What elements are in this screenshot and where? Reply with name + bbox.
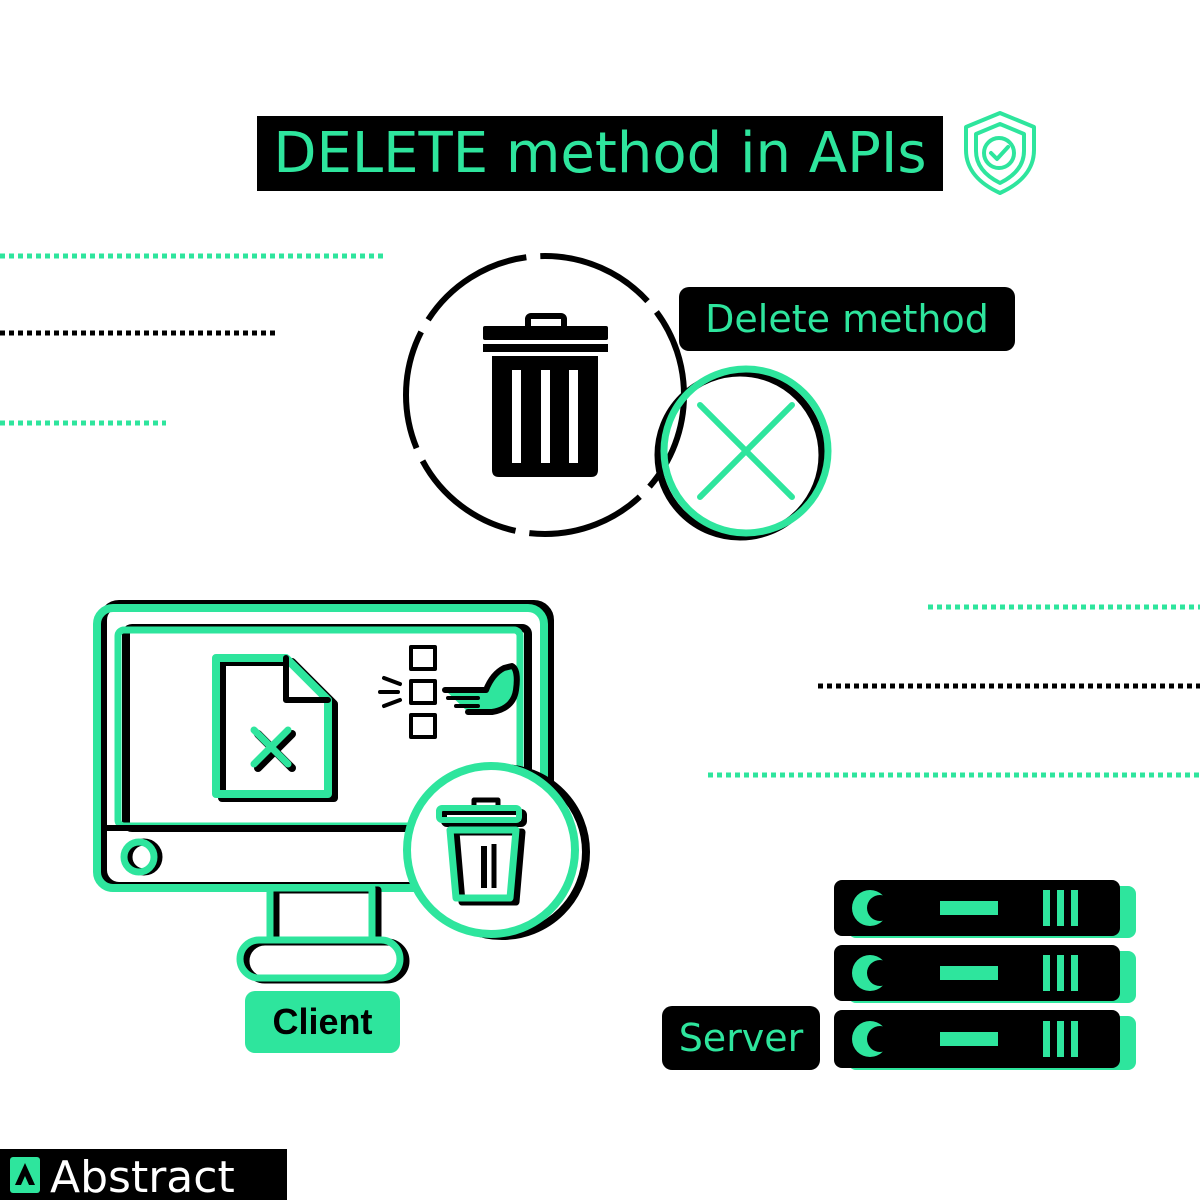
server-unit-top	[834, 880, 1136, 938]
brand-bar: Abstract	[0, 1149, 287, 1200]
server-rack-icon	[834, 880, 1136, 1070]
checklist-pointer-icon	[378, 645, 520, 739]
server-label: Server	[662, 1006, 820, 1070]
monitor-icon	[93, 600, 554, 984]
abstract-logo-icon	[10, 1156, 40, 1193]
small-trash-icon	[403, 762, 590, 940]
brand-name: Abstract	[50, 1152, 235, 1200]
file-x-icon	[212, 654, 338, 802]
dotted-lines	[0, 253, 1200, 778]
delete-method-label: Delete method	[679, 287, 1015, 351]
server-unit-middle	[834, 945, 1136, 1003]
shield-check-icon	[964, 111, 1036, 195]
server-unit-bottom	[834, 1010, 1136, 1070]
diagram-title: DELETE method in APIs	[257, 116, 943, 191]
trash-can-icon	[483, 313, 608, 477]
circle-x-icon	[654, 365, 832, 541]
client-label: Client	[245, 991, 400, 1053]
